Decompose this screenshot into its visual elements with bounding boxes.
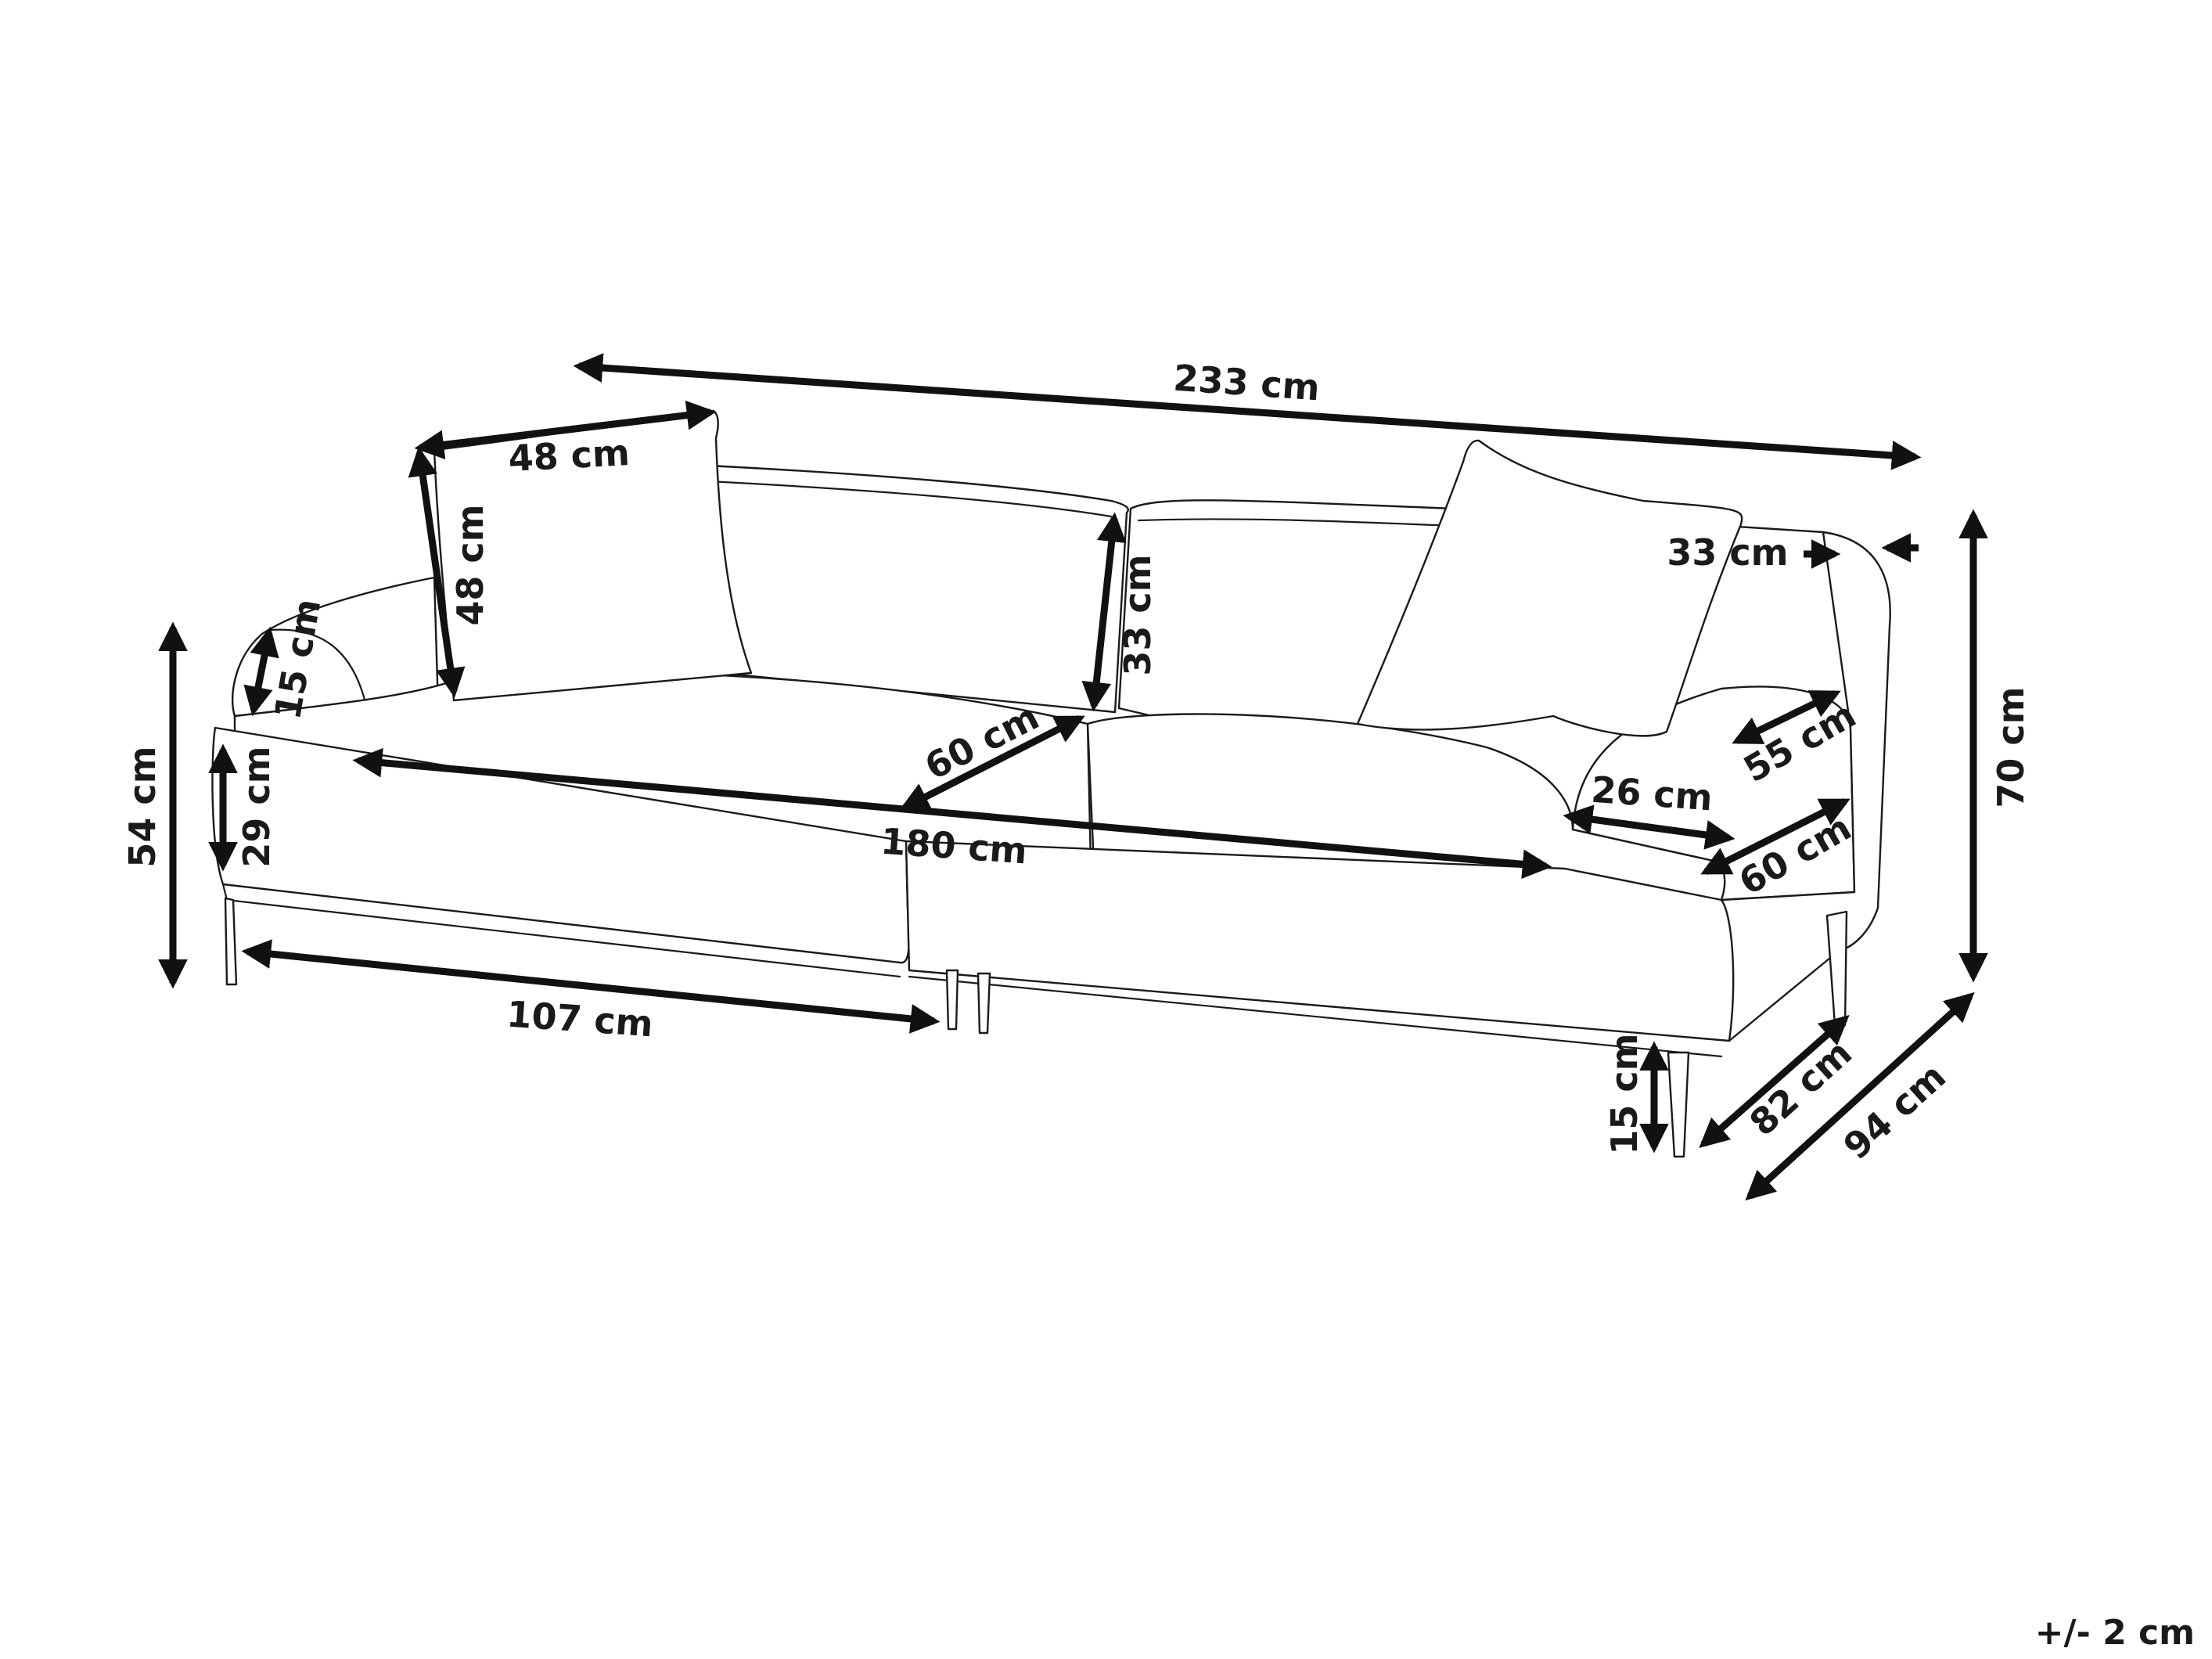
- dimension-arrows: [158, 353, 1988, 1201]
- label-total-width: 233 cm: [1172, 357, 1322, 409]
- arrow-left-arm-height: [243, 626, 279, 717]
- sofa-leg-front-right: [1667, 1051, 1690, 1158]
- label-total-depth: 94 cm: [1836, 1055, 1954, 1168]
- sofa-right-arm-outer: [1720, 531, 1891, 1042]
- label-pillow-width: 48 cm: [507, 431, 631, 480]
- label-base-depth: 82 cm: [1742, 1031, 1860, 1144]
- arrow-total-depth: [1745, 991, 1975, 1201]
- sofa-leg-front-left: [224, 897, 238, 986]
- arrow-pillow-width: [414, 400, 717, 460]
- arrow-arm-depth: [1732, 689, 1841, 745]
- sofa-leg-back-right: [1825, 910, 1848, 1027]
- label-arm-width: 26 cm: [1590, 768, 1714, 819]
- arrow-module-width: [241, 939, 941, 1034]
- sofa-leg-middle-1: [945, 969, 959, 1031]
- tolerance-note: +/- 2 cm: [2034, 1613, 2195, 1653]
- arrow-pillow-height: [408, 446, 466, 698]
- label-module-width: 107 cm: [505, 993, 655, 1045]
- label-pillow-height: 48 cm: [449, 504, 491, 625]
- label-seat-height: 54 cm: [121, 746, 164, 867]
- label-seat-width: 180 cm: [879, 820, 1029, 873]
- arrow-arm-front-depth: [1700, 797, 1851, 876]
- label-arm-top-width: 33 cm: [1667, 531, 1788, 574]
- label-leg-height: 15 cm: [1603, 1033, 1646, 1154]
- label-backrest-height: 33 cm: [1117, 554, 1159, 675]
- arrow-backrest-height: [1081, 512, 1127, 712]
- label-cushion-height: 29 cm: [236, 746, 278, 867]
- arrow-total-width: [573, 353, 1922, 470]
- pillow-right: [1356, 439, 1743, 737]
- sofa-backrest: [707, 464, 1129, 714]
- label-total-height: 70 cm: [1990, 686, 2032, 808]
- sofa-leg-middle-2: [977, 972, 991, 1035]
- arrow-seat-width: [352, 747, 1552, 880]
- arrow-seat-depth: [899, 714, 1085, 812]
